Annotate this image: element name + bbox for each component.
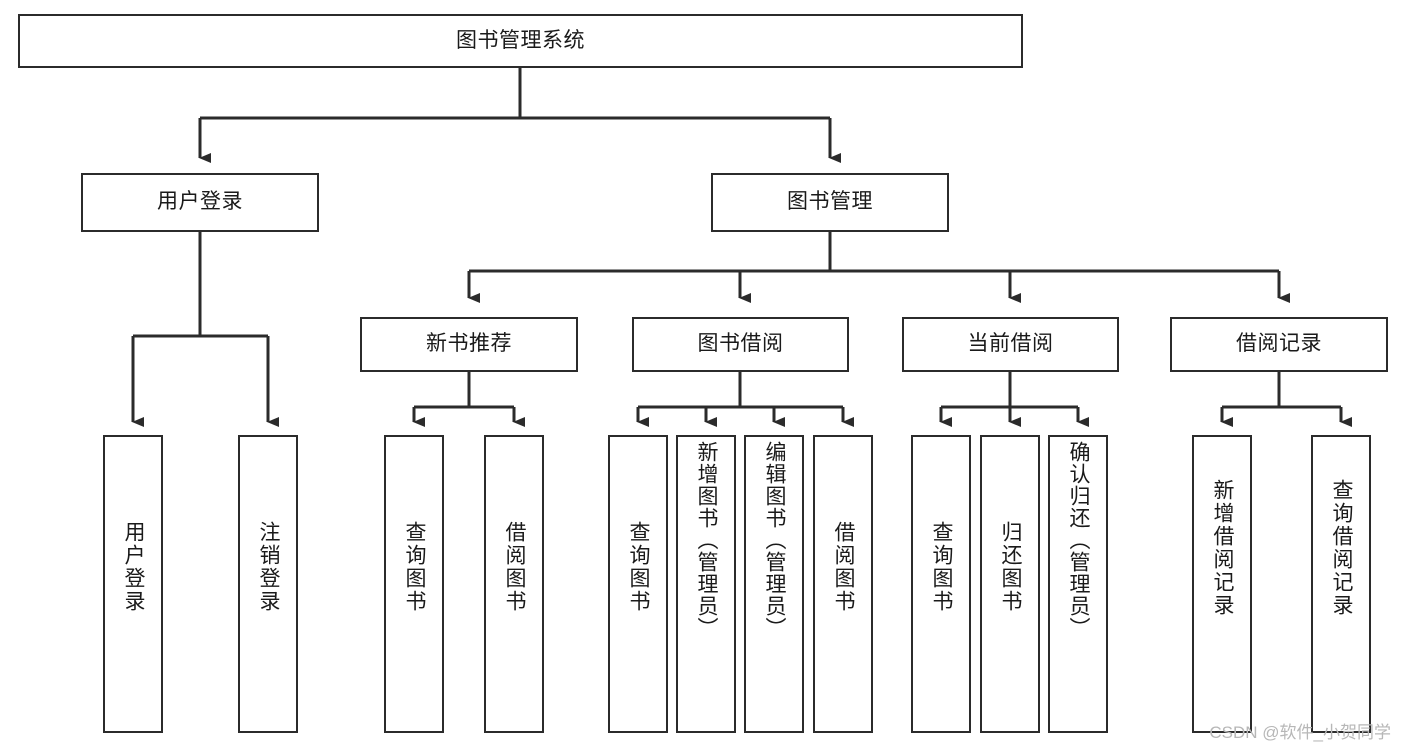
node-leaf-edit-book[interactable]: 编辑图书（管理员） (744, 435, 804, 733)
node-leaf-query-record[interactable]: 查询借阅记录 (1311, 435, 1371, 733)
node-leaf-add-book-label: 新增图书（管理员） (695, 441, 719, 639)
node-leaf-user-login[interactable]: 用户登录 (103, 435, 163, 733)
node-leaf-add-record-label: 新增借阅记录 (1211, 479, 1235, 617)
node-leaf-borrow-book-1[interactable]: 借阅图书 (484, 435, 544, 733)
node-borrow-record[interactable]: 借阅记录 (1170, 317, 1388, 372)
node-new-book-rec-label: 新书推荐 (426, 332, 512, 356)
node-leaf-add-record[interactable]: 新增借阅记录 (1192, 435, 1252, 733)
node-leaf-query-book-2[interactable]: 查询图书 (608, 435, 668, 733)
node-borrow-record-label: 借阅记录 (1236, 332, 1322, 356)
node-new-book-rec[interactable]: 新书推荐 (360, 317, 578, 372)
node-root-label: 图书管理系统 (456, 28, 585, 52)
node-root[interactable]: 图书管理系统 (18, 14, 1023, 68)
node-leaf-confirm-return[interactable]: 确认归还（管理员） (1048, 435, 1108, 733)
node-book-borrow-label: 图书借阅 (697, 332, 784, 356)
node-leaf-user-login-label: 用户登录 (122, 521, 146, 613)
node-leaf-query-book-2-label: 查询图书 (627, 521, 651, 613)
node-leaf-borrow-book-2-label: 借阅图书 (832, 521, 856, 613)
node-leaf-logout[interactable]: 注销登录 (238, 435, 298, 733)
node-leaf-query-record-label: 查询借阅记录 (1330, 479, 1354, 617)
node-user-login-label: 用户登录 (157, 190, 243, 214)
node-book-borrow[interactable]: 图书借阅 (632, 317, 849, 372)
node-current-borrow-label: 当前借阅 (967, 332, 1054, 356)
node-leaf-query-book-1-label: 查询图书 (403, 521, 427, 613)
node-current-borrow[interactable]: 当前借阅 (902, 317, 1119, 372)
node-user-login[interactable]: 用户登录 (81, 173, 319, 232)
node-book-manage[interactable]: 图书管理 (711, 173, 949, 232)
node-leaf-logout-label: 注销登录 (257, 521, 281, 613)
node-leaf-query-book-1[interactable]: 查询图书 (384, 435, 444, 733)
node-leaf-return-book[interactable]: 归还图书 (980, 435, 1040, 733)
node-book-manage-label: 图书管理 (787, 190, 873, 214)
node-leaf-add-book[interactable]: 新增图书（管理员） (676, 435, 736, 733)
node-leaf-return-book-label: 归还图书 (999, 521, 1023, 613)
node-leaf-confirm-return-label: 确认归还（管理员） (1067, 441, 1091, 639)
node-leaf-edit-book-label: 编辑图书（管理员） (763, 441, 787, 639)
node-leaf-borrow-book-2[interactable]: 借阅图书 (813, 435, 873, 733)
node-leaf-borrow-book-1-label: 借阅图书 (503, 521, 527, 613)
node-leaf-query-book-3-label: 查询图书 (930, 521, 954, 613)
node-leaf-query-book-3[interactable]: 查询图书 (911, 435, 971, 733)
